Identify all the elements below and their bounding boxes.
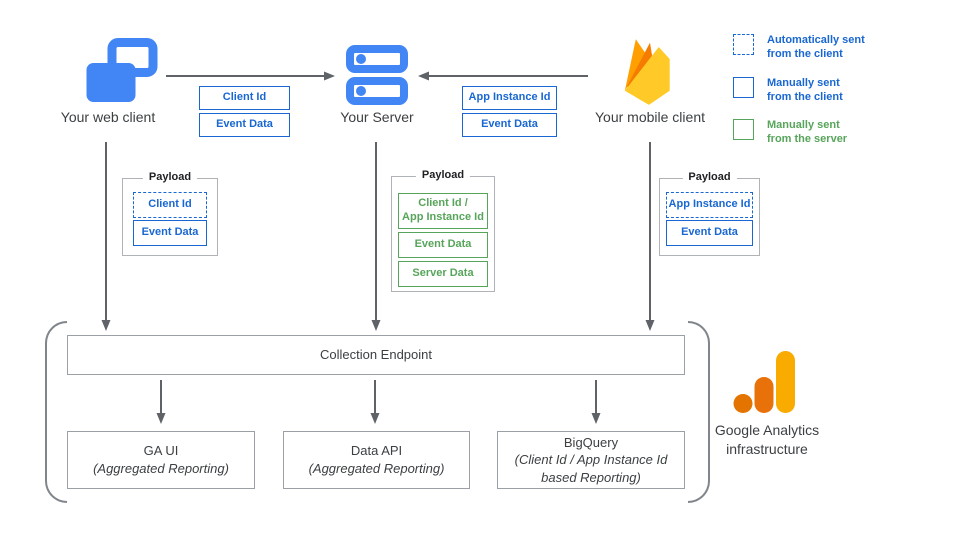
ga-ui-subtitle: (Aggregated Reporting) xyxy=(93,461,229,476)
payload-web-client-id: Client Id xyxy=(133,192,207,218)
bigquery-title: BigQuery xyxy=(563,434,619,450)
payload-server-ids: Client Id / App Instance Id xyxy=(398,193,488,229)
legend-label: Manually sent from the client xyxy=(767,76,843,104)
server-label: Your Server xyxy=(340,109,414,125)
legend-swatch-solid-blue xyxy=(733,77,754,98)
payload-mobile-event-data: Event Data xyxy=(666,220,753,246)
collection-endpoint-box: Collection Endpoint xyxy=(67,335,685,375)
legend-label-line1: Manually sent xyxy=(767,119,840,131)
legend-label-line1: Automatically sent xyxy=(767,34,865,46)
legend-item-auto-client: Automatically sent from the client xyxy=(733,34,865,61)
legend-label: Manually sent from the server xyxy=(767,118,847,146)
infrastructure-bracket-left xyxy=(45,321,67,503)
ga-ui-title: GA UI xyxy=(143,443,179,459)
payload-mobile-title: Payload xyxy=(682,171,737,183)
infrastructure-bracket-right xyxy=(688,321,710,503)
firebase-icon xyxy=(624,39,670,105)
web-client-label: Your web client xyxy=(60,109,156,125)
ga-ui-box: GA UI (Aggregated Reporting) xyxy=(67,431,255,489)
legend-label-line2: from the client xyxy=(767,91,843,103)
legend-item-manual-client: Manually sent from the client xyxy=(733,77,843,104)
payload-web-title: Payload xyxy=(142,171,198,183)
google-analytics-logo-icon xyxy=(733,351,795,413)
payload-server-event-data: Event Data xyxy=(398,232,488,258)
payload-server-ids-line2: App Instance Id xyxy=(402,211,484,223)
tag-event-data: Event Data xyxy=(199,113,290,137)
legend-label-line1: Manually sent xyxy=(767,77,840,89)
legend-swatch-solid-green xyxy=(733,119,754,140)
legend-swatch-dashed-blue xyxy=(733,34,754,55)
payload-web-event-data: Event Data xyxy=(133,220,207,246)
bigquery-subtitle: (Client Id / App Instance Id based Repor… xyxy=(514,452,668,485)
ga-infrastructure-label: Google Analytics infrastructure xyxy=(714,422,820,457)
tag-event-data: Event Data xyxy=(462,113,557,137)
legend-label: Automatically sent from the client xyxy=(767,33,865,61)
legend-label-line2: from the client xyxy=(767,48,843,60)
payload-server-title: Payload xyxy=(415,169,471,181)
legend-item-manual-server: Manually sent from the server xyxy=(733,119,847,146)
legend-label-line2: from the server xyxy=(767,133,848,145)
data-api-title: Data API xyxy=(350,443,403,459)
collection-endpoint-label: Collection Endpoint xyxy=(319,347,433,363)
payload-server-server-data: Server Data xyxy=(398,261,488,287)
payload-server-ids-line1: Client Id / xyxy=(418,197,468,210)
tag-client-id: Client Id xyxy=(199,86,290,110)
tag-app-instance-id: App Instance Id xyxy=(462,86,557,110)
web-client-icon xyxy=(86,38,158,102)
server-icon xyxy=(346,45,408,105)
mobile-client-label: Your mobile client xyxy=(595,109,705,125)
data-api-subtitle: (Aggregated Reporting) xyxy=(308,461,445,476)
data-api-box: Data API (Aggregated Reporting) xyxy=(283,431,470,489)
bigquery-box: BigQuery (Client Id / App Instance Id ba… xyxy=(497,431,685,489)
payload-mobile-app-instance-id: App Instance Id xyxy=(666,192,753,218)
